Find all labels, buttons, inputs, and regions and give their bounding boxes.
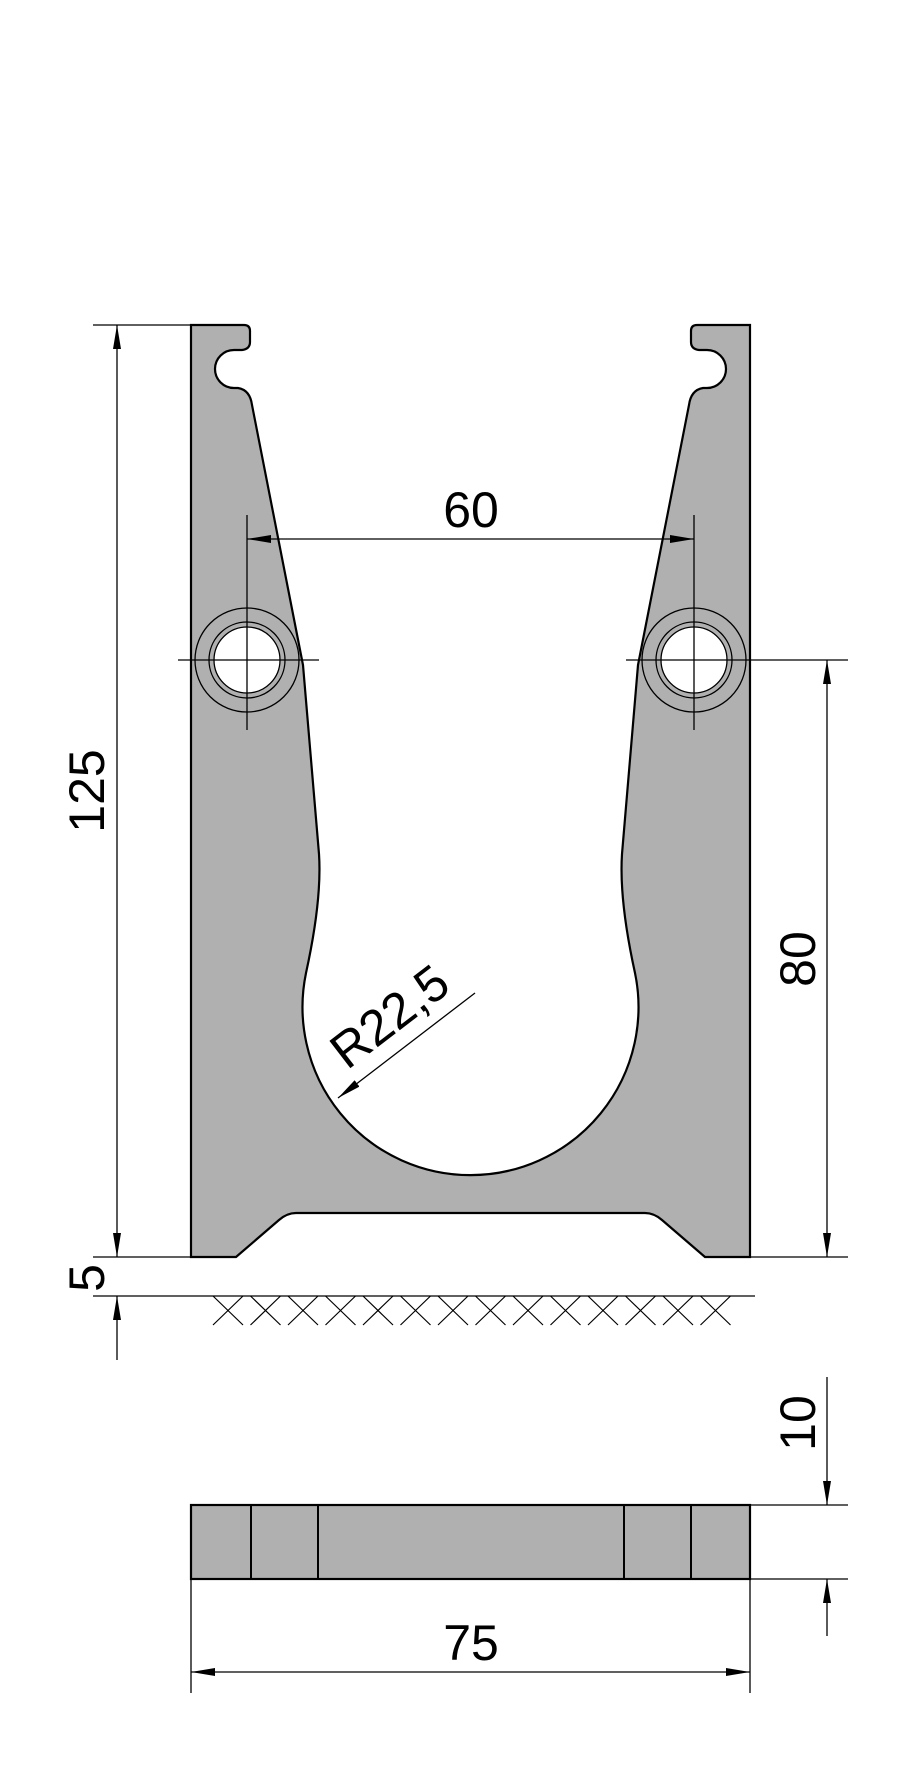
dimension-label-r22-5: R22,5 — [320, 954, 460, 1080]
dimension-label-125: 125 — [59, 749, 115, 832]
hatch-stroke — [325, 1295, 356, 1326]
dimension-width: 75 — [190, 1579, 751, 1693]
hatch-stroke — [287, 1295, 319, 1326]
dimension-label-60: 60 — [443, 482, 499, 538]
hatch-stroke — [250, 1295, 281, 1326]
bottom-view: 10 75 — [189, 1377, 848, 1693]
channel-profile — [189, 323, 752, 1259]
hatch-stroke — [662, 1295, 694, 1326]
dimension-channel-radius: R22,5 — [320, 954, 476, 1099]
ground-hatch — [212, 1295, 731, 1326]
dimension-overall-height: 125 — [59, 324, 191, 1258]
hatch-stroke — [362, 1295, 394, 1326]
hatch-stroke — [437, 1295, 469, 1326]
dimension-label-10: 10 — [770, 1395, 826, 1451]
hatch-stroke — [587, 1295, 619, 1326]
dimension-label-75: 75 — [443, 1615, 499, 1671]
dimension-hole-height: 80 — [750, 660, 848, 1258]
dimension-thickness: 10 — [750, 1377, 848, 1636]
mounting-hole-left — [178, 515, 319, 730]
hatch-stroke — [550, 1295, 581, 1326]
dimension-hole-spacing: 60 — [247, 482, 694, 543]
hatch-stroke — [700, 1295, 731, 1326]
mounting-hole-right — [626, 515, 848, 730]
hatch-stroke — [475, 1295, 506, 1326]
hatch-stroke — [625, 1295, 656, 1326]
dimension-label-5: 5 — [59, 1264, 115, 1292]
base-plate — [189, 1503, 752, 1581]
hatch-stroke — [212, 1295, 244, 1326]
front-view: 125 5 60 80 R22,5 — [59, 323, 848, 1360]
dimension-base-offset: 5 — [59, 1264, 755, 1360]
hatch-stroke — [400, 1295, 431, 1326]
dimension-label-80: 80 — [770, 931, 826, 987]
hatch-stroke — [512, 1295, 544, 1326]
